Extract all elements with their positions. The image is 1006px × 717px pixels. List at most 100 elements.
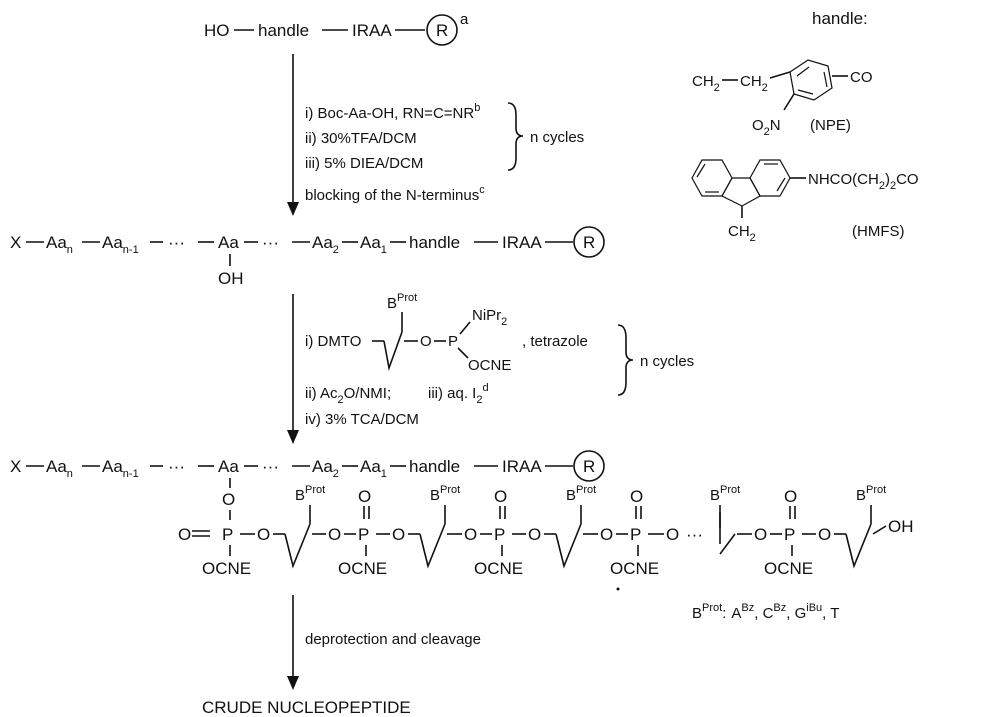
final-product: CRUDE NUCLEOPEPTIDE [202,698,411,717]
oxygen: O [328,525,341,544]
aa-2: Aa2 [312,233,339,256]
resin-label: R [583,233,595,252]
phosphoryl-oxygen: O [784,487,797,506]
cyanoethoxy: OCNE [764,559,813,578]
aa-2: Aa2 [312,457,339,480]
dmto-reagent: i) DMTO [305,333,361,350]
npe-label: (NPE) [810,117,851,134]
oxygen: O [392,525,405,544]
nitro-group: O2N [752,117,781,138]
oh-group: OH [218,269,244,288]
terminal-oh: OH [888,517,914,536]
phosphorus: P [222,525,233,544]
handle-structures: handle: CH2 CH2 CO O2N (NPE) [691,9,919,244]
carbonyl: CO [850,69,873,86]
hmfs-label: (HMFS) [852,223,905,240]
phosphoryl-oxygen: O [358,487,371,506]
phosphorus: P [630,525,641,544]
dots: ··· [168,233,185,252]
dots: ··· [262,457,279,476]
detritylation-step: iv) 3% TCA/DCM [305,411,419,428]
base-protected: BProt [295,484,325,504]
sugar-ring [284,523,311,569]
handle-title: handle: [812,9,868,28]
oxygen: O [818,525,831,544]
handle-label: handle [409,457,460,476]
step1-line1: i) Boc-Aa-OH, RN=C=NRb [305,102,480,122]
cyanoethoxy: OCNE [468,357,511,374]
step1-line3: iii) 5% DIEA/DCM [305,155,423,172]
cyanoethoxy: OCNE [202,559,251,578]
oxygen: O [222,490,235,509]
resin-circle [426,14,458,46]
oxidation-step: iii) aq. I2d [428,382,489,406]
oxygen: O [464,525,477,544]
oxygen: O [257,525,270,544]
diisopropylamino: NiPr2 [472,307,507,328]
ch2-group: CH2 [692,73,720,94]
base-protected: BProt [856,484,886,504]
cyanoethoxy: OCNE [610,559,659,578]
dot-mark [616,587,620,591]
iraa-label: IRAA [352,21,392,40]
step2-conditions: i) DMTO BProt O P NiPr2 OCNE , tetrazole… [305,292,694,428]
legend-text: BProt:ABz, CBz, GiBu, T [692,602,839,622]
base-protected: BProt [430,484,460,504]
dots: ··· [262,233,279,252]
oxygen: O [666,525,679,544]
oxygen: O [754,525,767,544]
arrow-step1 [287,54,299,216]
resin-circle [573,226,605,258]
step1-cycles: n cycles [530,129,584,146]
resin-circle [573,450,605,482]
intermediate-peptide: X Aan Aan-1 ··· Aa OH ··· Aa2 Aa1 handle… [10,226,605,288]
resin-label: R [436,21,448,40]
step1-blocking: blocking of the N-terminusc [305,184,485,204]
product-peptide: X Aan Aan-1 ··· Aa ··· Aa2 Aa1 handle IR… [10,450,605,482]
x-group: X [10,457,21,476]
product-oligonucleotide: O O P OCNE O BProt O P O OCNE O BProt O [178,478,914,591]
dots: ··· [686,525,703,544]
aa-n-1: Aan-1 [102,233,139,256]
sugar-ring [383,331,403,372]
tetrazole: , tetrazole [522,333,588,350]
sugar-ring [845,523,872,569]
phosphoryl-oxygen: O [178,525,191,544]
aa-side-chain: Aa [218,233,239,252]
base-protected: BProt [387,292,417,312]
aa-n: Aan [46,457,73,480]
cyanoethoxy: OCNE [338,559,387,578]
base-protected: BProt [566,484,596,504]
ch2-group: CH2 [728,223,756,244]
step1-brace [507,102,524,171]
sugar-ring [719,533,736,555]
step1-conditions: i) Boc-Aa-OH, RN=C=NRb ii) 30%TFA/DCM ii… [305,102,584,204]
oxygen: O [600,525,613,544]
aa-n-1: Aan-1 [102,457,139,480]
handle-label: handle [409,233,460,252]
phosphorus: P [784,525,795,544]
aa-n: Aan [46,233,73,256]
x-group: X [10,233,21,252]
iraa-label: IRAA [502,457,542,476]
step1-line2: ii) 30%TFA/DCM [305,130,417,147]
aa-linked: Aa [218,457,239,476]
aa-1: Aa1 [360,233,387,256]
sugar-ring [419,523,446,569]
phosphoryl-oxygen: O [494,487,507,506]
arrow-step2 [287,294,299,444]
fluorene-ring-right [749,159,791,197]
fluorene-ring-five [721,177,761,207]
cyanoethoxy: OCNE [474,559,523,578]
oxygen: O [420,333,432,350]
ho-group: HO [204,21,230,40]
step3-conditions: deprotection and cleavage [305,631,481,648]
resin-label: R [583,457,595,476]
base-legend: BProt:ABz, CBz, GiBu, T [692,602,839,622]
arrow-step3 [287,595,299,690]
capping-step: ii) Ac2O/NMI; [305,385,391,406]
phosphorus: P [448,333,458,350]
top-reactant: HO handle IRAA R a [204,11,469,46]
footnote-a: a [460,11,469,28]
